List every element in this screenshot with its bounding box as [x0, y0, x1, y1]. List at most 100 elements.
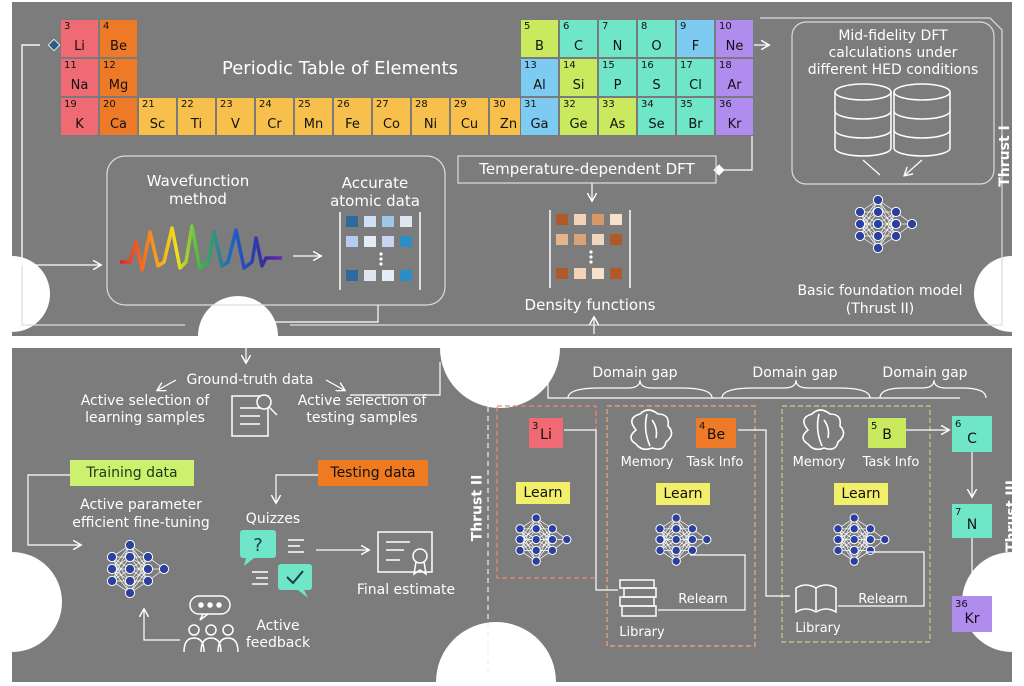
element-number: 4: [103, 21, 110, 32]
element-number: 3: [532, 421, 539, 432]
neural-network-icon: [655, 513, 712, 566]
relearn-label-2: Relearn: [858, 592, 908, 607]
element-symbol: P: [613, 78, 622, 93]
foundation-model-label: Basic foundation model (Thrust II): [797, 283, 963, 317]
element-number: 13: [524, 60, 537, 71]
element-number: 32: [563, 99, 576, 110]
learn-badge-3: Learn: [834, 483, 888, 505]
element-number: 14: [563, 60, 576, 71]
thrust-1-label: Thrust I: [996, 125, 1013, 187]
element-symbol: Cl: [689, 78, 702, 93]
element-symbol: Ar: [727, 78, 742, 93]
memory-label-1: Memory: [620, 455, 674, 470]
element-number: 36: [719, 99, 732, 110]
element-number: 25: [298, 99, 311, 110]
element-symbol: Co: [382, 117, 401, 132]
element-symbol: O: [651, 39, 662, 54]
bottom-panel: [12, 348, 1012, 682]
element-number: 7: [955, 507, 962, 518]
active-feedback-label: Active feedback: [245, 618, 311, 651]
element-symbol: B: [882, 427, 892, 443]
ground-truth-label: Ground-truth data: [186, 372, 314, 388]
element-symbol: Be: [110, 39, 127, 54]
element-symbol: S: [652, 78, 661, 93]
domain-gap-label-2: Domain gap: [752, 365, 838, 381]
element-number: 34: [641, 99, 654, 110]
domain-gap-label-1: Domain gap: [592, 365, 678, 381]
brain-icon: [630, 409, 673, 451]
certificate-icon: [377, 531, 433, 576]
element-number: 29: [454, 99, 467, 110]
accurate-data-label: Accurate atomic data: [330, 174, 420, 210]
book-stack-icon: [619, 579, 657, 617]
element-symbol: Cu: [460, 117, 479, 132]
element-number: 3: [64, 21, 71, 32]
element-number: 26: [337, 99, 350, 110]
element-symbol: Kr: [727, 117, 742, 132]
element-number: 12: [103, 60, 116, 71]
element-number: 8: [641, 21, 648, 32]
element-symbol: Ge: [569, 117, 588, 132]
library-label-1: Library: [619, 625, 665, 640]
element-symbol: F: [691, 39, 700, 54]
element-symbol: Ni: [423, 117, 438, 132]
training-data-badge: Training data: [70, 460, 194, 486]
library-label-2: Library: [795, 621, 841, 636]
database-icon: [834, 83, 951, 157]
element-symbol: C: [573, 39, 584, 54]
element-number: 30: [493, 99, 506, 110]
element-number: 18: [719, 60, 732, 71]
learn-badge-2: Learn: [656, 483, 710, 505]
element-number: 20: [103, 99, 116, 110]
svg-text:?: ?: [253, 535, 263, 556]
final-estimate-label: Final estimate: [356, 582, 456, 598]
element-number: 10: [719, 21, 732, 32]
element-number: 35: [680, 99, 693, 110]
element-number: 21: [142, 99, 155, 110]
thrust-2-label: Thrust II: [469, 474, 486, 542]
neural-network-icon: [106, 539, 170, 599]
quiz-icon: ?: [240, 530, 312, 598]
element-symbol: As: [609, 117, 626, 132]
periodic-table-title: Periodic Table of Elements: [222, 58, 458, 79]
brain-icon: [802, 409, 845, 451]
task-info-label-1: Task Info: [686, 455, 744, 470]
density-functions-matrix: [549, 210, 631, 288]
thrust-3-label: Thrust III: [1003, 480, 1020, 552]
wavefunction-label: Wavefunction method: [146, 172, 250, 208]
element-symbol: N: [612, 39, 623, 54]
open-book-icon: [795, 584, 837, 614]
element-number: 6: [563, 21, 570, 32]
element-number: 7: [602, 21, 609, 32]
testing-data-badge: Testing data: [318, 460, 428, 486]
element-symbol: Sc: [149, 117, 166, 132]
element-symbol: Br: [688, 117, 703, 132]
element-symbol: V: [231, 117, 240, 132]
